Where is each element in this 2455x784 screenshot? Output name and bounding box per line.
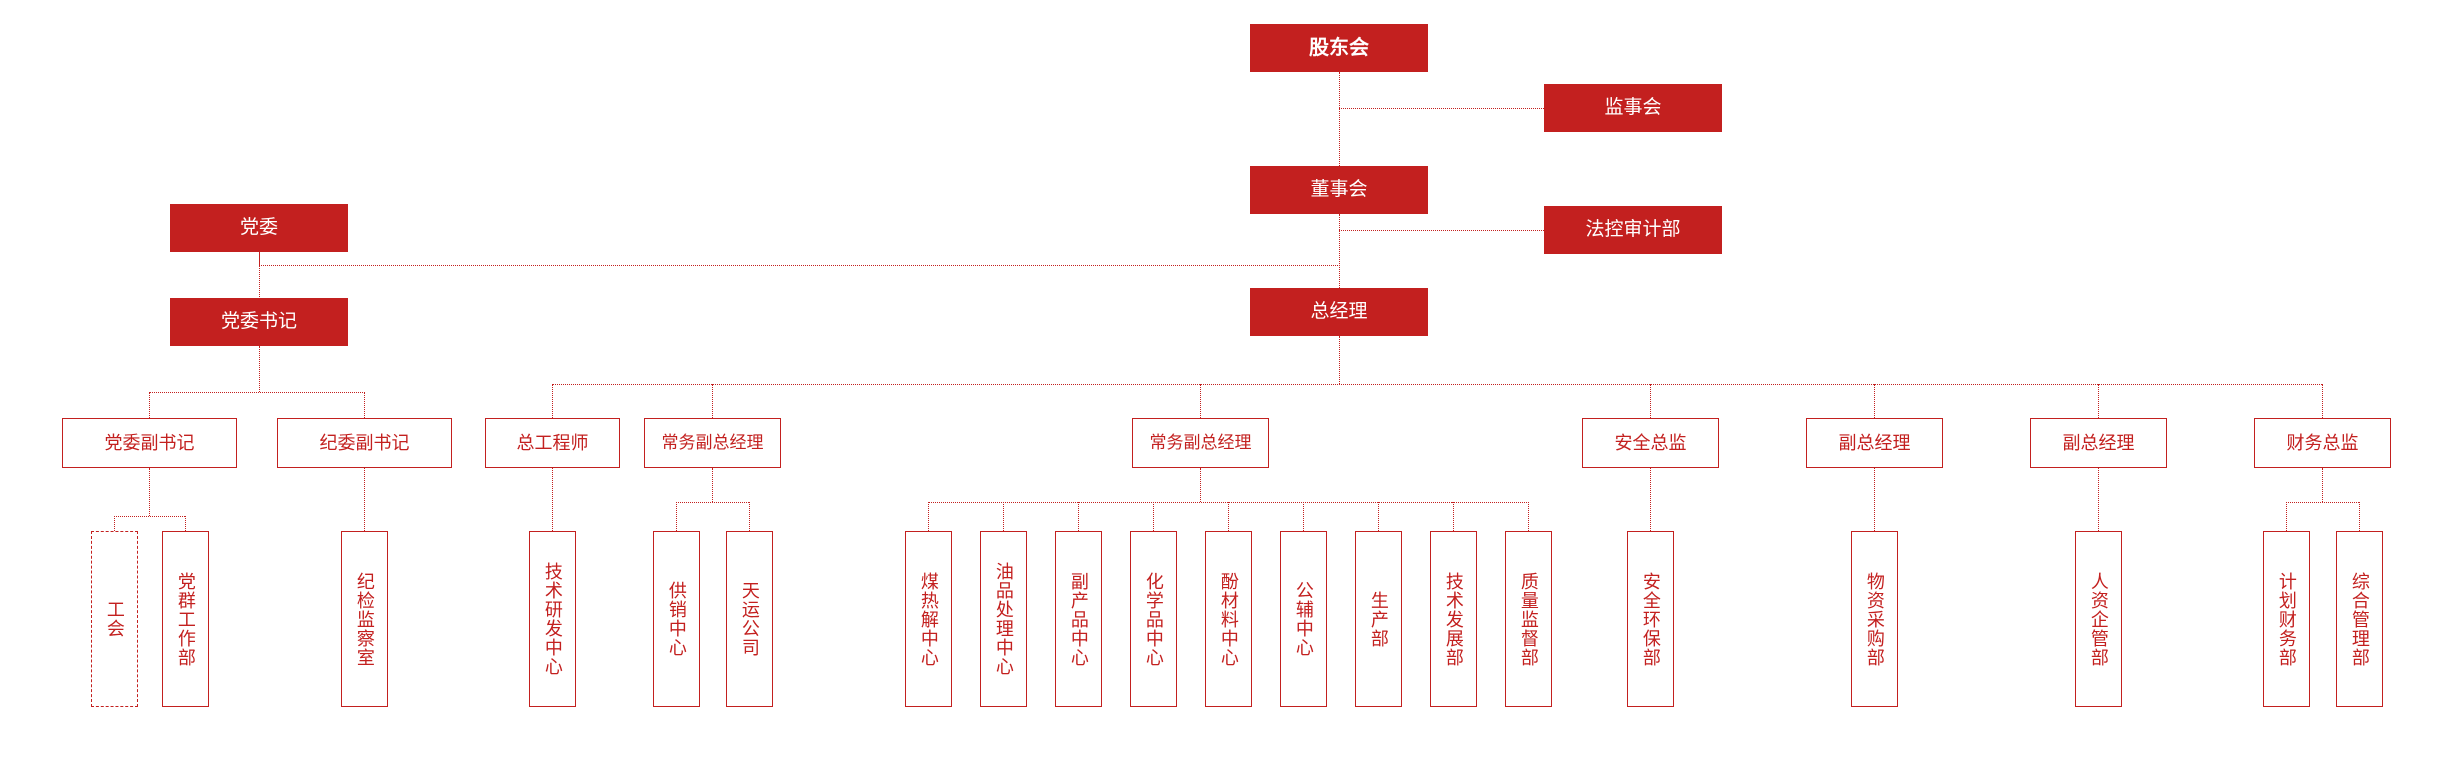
node-chief-engineer[interactable]: 总工程师	[485, 418, 620, 468]
connector-partydep-bus	[114, 516, 185, 517]
connector-discdep-down	[364, 468, 365, 531]
node-vice-gm-1[interactable]: 副总经理	[1806, 418, 1943, 468]
connector-gm-to-evp1	[712, 384, 713, 418]
connector-evp2-production	[1378, 502, 1379, 531]
connector-gm-to-safetydir	[1650, 384, 1651, 418]
connector-board-party	[259, 265, 1340, 266]
connector-chiefeng-rd	[552, 468, 553, 531]
node-safety-director[interactable]: 安全总监	[1582, 418, 1719, 468]
connector-board-down	[1339, 214, 1340, 294]
node-safety-environment-dept[interactable]: 安全环保部	[1627, 531, 1674, 707]
connector-evp1-supply	[676, 502, 677, 531]
connector-board-legalaudit	[1339, 230, 1544, 231]
connector-cfo-finance	[2286, 502, 2287, 531]
connector-gm-to-vp2	[2098, 384, 2099, 418]
connector-gm-to-chiefeng	[552, 384, 553, 418]
connector-cfo-down	[2322, 468, 2323, 502]
connector-evp2-oilproc	[1003, 502, 1004, 531]
node-discipline-inspection-office[interactable]: 纪检监察室	[341, 531, 388, 707]
connector-evp2-phenol	[1228, 502, 1229, 531]
connector-shareholders-supervisors	[1339, 108, 1544, 109]
connector-party-partysec	[259, 252, 260, 299]
connector-cfo-bus	[2286, 502, 2359, 503]
connector-evp2-chemicals	[1153, 502, 1154, 531]
node-discipline-deputy-secretary[interactable]: 纪委副书记	[277, 418, 452, 468]
connector-evp2-bus	[928, 502, 1452, 503]
connector-gm-down	[1339, 336, 1340, 384]
node-hr-enterprise-management-dept[interactable]: 人资企管部	[2075, 531, 2122, 707]
connector-vp1-procurement	[1874, 468, 1875, 531]
node-board[interactable]: 董事会	[1250, 166, 1428, 214]
connector-evp1-bus	[676, 502, 749, 503]
node-tianyun-company[interactable]: 天运公司	[726, 531, 773, 707]
node-byproduct-center[interactable]: 副产品中心	[1055, 531, 1102, 707]
connector-gm-bus	[552, 384, 2322, 385]
node-gm[interactable]: 总经理	[1250, 288, 1428, 336]
connector-vp2-hr	[2098, 468, 2099, 531]
connector-union-drop	[114, 516, 115, 531]
node-supervisors[interactable]: 监事会	[1544, 84, 1722, 132]
node-oil-processing-center[interactable]: 油品处理中心	[980, 531, 1027, 707]
connector-safetydir-safetyenv	[1650, 468, 1651, 531]
connector-partysec-down	[259, 346, 260, 392]
node-production-dept[interactable]: 生产部	[1355, 531, 1402, 707]
node-executive-vp-2[interactable]: 常务副总经理	[1132, 418, 1269, 468]
connector-evp2-bus-right	[1452, 502, 1529, 503]
node-materials-procurement-dept[interactable]: 物资采购部	[1851, 531, 1898, 707]
connector-evp2-utilities	[1303, 502, 1304, 531]
node-shareholders[interactable]: 股东会	[1250, 24, 1428, 72]
node-legal-audit[interactable]: 法控审计部	[1544, 206, 1722, 254]
node-supply-marketing-center[interactable]: 供销中心	[653, 531, 700, 707]
node-cfo[interactable]: 财务总监	[2254, 418, 2391, 468]
node-technology-development-dept[interactable]: 技术发展部	[1430, 531, 1477, 707]
node-party-deputy-secretary[interactable]: 党委副书记	[62, 418, 237, 468]
connector-evp2-quality	[1528, 502, 1529, 531]
node-executive-vp-1[interactable]: 常务副总经理	[644, 418, 781, 468]
connector-shareholders-down	[1339, 72, 1340, 166]
node-party-secretary[interactable]: 党委书记	[170, 298, 348, 346]
connector-partydep-down	[149, 468, 150, 516]
connector-gm-to-vp1	[1874, 384, 1875, 418]
node-chemicals-center[interactable]: 化学品中心	[1130, 531, 1177, 707]
node-quality-supervision-dept[interactable]: 质量监督部	[1505, 531, 1552, 707]
connector-evp2-byproduct	[1078, 502, 1079, 531]
connector-gm-to-evp2	[1200, 384, 1201, 418]
connector-evp1-down	[712, 468, 713, 502]
node-technology-rd-center[interactable]: 技术研发中心	[529, 531, 576, 707]
node-general-administration-dept[interactable]: 综合管理部	[2336, 531, 2383, 707]
connector-evp1-tianyun	[749, 502, 750, 531]
connector-partydep-drop	[149, 392, 150, 418]
node-party[interactable]: 党委	[170, 204, 348, 252]
node-coal-pyrolysis-center[interactable]: 煤热解中心	[905, 531, 952, 707]
connector-evp2-coalpyro	[928, 502, 929, 531]
connector-evp2-down	[1200, 468, 1201, 502]
connector-partysec-bus	[149, 392, 365, 393]
node-phenol-materials-center[interactable]: 酚材料中心	[1205, 531, 1252, 707]
connector-partywork-drop	[185, 516, 186, 531]
node-union[interactable]: 工会	[91, 531, 138, 707]
node-party-mass-work-dept[interactable]: 党群工作部	[162, 531, 209, 707]
node-planning-finance-dept[interactable]: 计划财务部	[2263, 531, 2310, 707]
node-vice-gm-2[interactable]: 副总经理	[2030, 418, 2167, 468]
connector-discdep-drop	[364, 392, 365, 418]
connector-cfo-admin	[2359, 502, 2360, 531]
connector-evp2-techdev	[1453, 502, 1454, 531]
connector-gm-to-cfo	[2322, 384, 2323, 418]
node-utilities-center[interactable]: 公辅中心	[1280, 531, 1327, 707]
